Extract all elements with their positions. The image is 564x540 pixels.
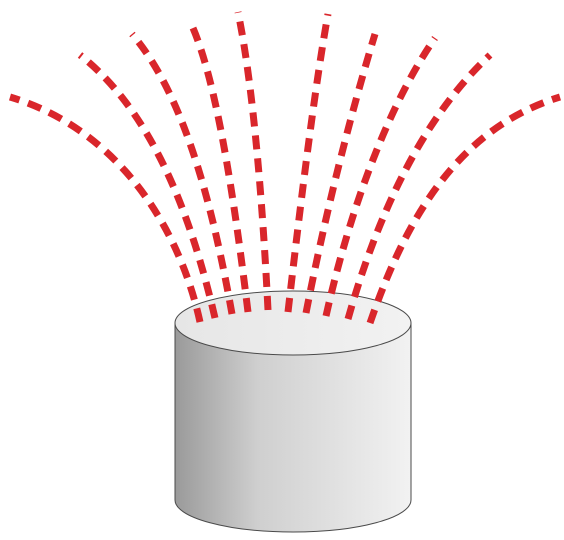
- field-line-1: [10, 97, 200, 322]
- field-line-2: [80, 55, 215, 318]
- field-line-8: [326, 38, 435, 316]
- field-lines: [10, 12, 560, 323]
- field-line-9: [348, 55, 490, 319]
- field-line-10: [370, 97, 560, 323]
- field-line-6: [288, 14, 328, 312]
- cylinder: [175, 291, 411, 532]
